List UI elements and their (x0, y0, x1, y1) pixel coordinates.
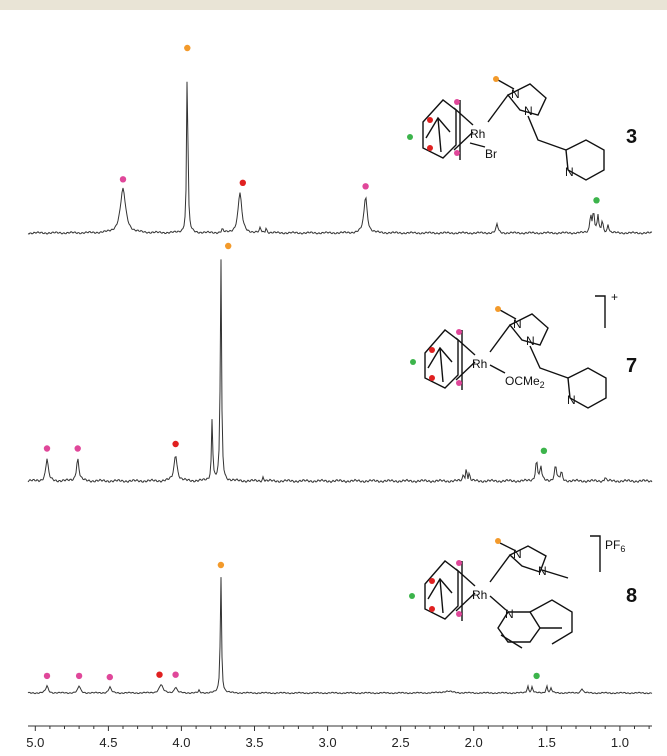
structure-7: N N Rh OCMe2 N + (410, 290, 618, 409)
struct-7-red-dot-top (429, 347, 435, 353)
compound-label-3: 3 (626, 126, 637, 148)
struct-8-green-dot (409, 593, 415, 599)
peak-marker-3-2 (239, 179, 246, 186)
struct-8-charge-main: PF (605, 538, 620, 552)
struct-7-green-dot (410, 359, 416, 365)
spectrum-trace-8 (27, 577, 653, 695)
struct-3-atom-rh: Rh (470, 127, 485, 141)
x-tick-label: 3.0 (319, 735, 337, 750)
struct-7-ligand: OCMe2 (505, 374, 545, 390)
peak-marker-3-0 (184, 44, 191, 52)
struct-3-atom-npy: N (565, 165, 574, 179)
peak-marker-8-3 (106, 673, 114, 681)
struct-7-atom-rh: Rh (472, 357, 487, 371)
peak-marker-3-3 (362, 183, 369, 190)
struct-8-magenta-dot-bottom (456, 611, 462, 617)
x-tick-label: 3.5 (245, 735, 263, 750)
top-accent-bar (0, 0, 667, 10)
struct-3-red-dot-bottom (427, 145, 433, 151)
struct-7-charge: + (611, 290, 618, 304)
struct-3-magenta-dot-top (454, 99, 460, 105)
x-tick-label: 1.0 (611, 735, 629, 750)
peak-marker-3-4 (593, 197, 600, 204)
struct-7-ligand-main: OCMe (505, 374, 540, 388)
struct-8-atom-n2: N (538, 564, 547, 578)
struct-3-orange-dot (493, 76, 499, 82)
structure-3: N N Rh Br N (407, 76, 605, 181)
struct-8-atom-rh: Rh (472, 588, 487, 602)
struct-3-ligand: Br (485, 147, 497, 161)
struct-7-ligand-sub: 2 (540, 380, 545, 390)
x-tick-label: 4.0 (172, 735, 190, 750)
struct-8-red-dot-bottom (429, 606, 435, 612)
struct-8-charge: PF6 (605, 538, 625, 554)
x-tick-label: 2.0 (465, 735, 483, 750)
struct-7-magenta-dot-bottom (456, 380, 462, 386)
struct-8-red-dot-top (429, 578, 435, 584)
peak-marker-7-2 (74, 445, 81, 452)
compound-label-8: 8 (626, 585, 637, 607)
struct-8-charge-sub: 6 (620, 544, 625, 554)
peak-marker-7-0 (225, 242, 232, 250)
peak-marker-7-1 (43, 445, 51, 452)
struct-3-red-dot-top (427, 117, 433, 123)
peak-marker-3-1 (119, 176, 127, 183)
peak-marker-8-6 (533, 672, 540, 680)
struct-3-magenta-dot-bottom (454, 150, 460, 156)
peak-marker-8-2 (75, 672, 83, 680)
x-tick-label: 4.5 (99, 735, 117, 750)
struct-7-atom-n1: N (513, 317, 522, 331)
struct-8-magenta-dot-top (456, 560, 462, 566)
spectrum-trace-3 (27, 81, 653, 235)
struct-7-atom-n2: N (526, 334, 535, 348)
struct-3-green-dot (407, 134, 413, 140)
struct-8-orange-dot (495, 538, 501, 544)
peak-marker-8-1 (43, 672, 51, 680)
spectrum-trace-7 (27, 259, 653, 484)
peak-marker-8-4 (156, 671, 163, 678)
struct-8-atom-n1: N (513, 547, 522, 561)
peak-marker-7-4 (540, 447, 548, 454)
x-tick-label: 1.5 (538, 735, 556, 750)
struct-7-atom-npy: N (567, 393, 576, 407)
peak-marker-8-0 (217, 561, 225, 569)
struct-7-red-dot-bottom (429, 375, 435, 381)
peak-markers-layer (43, 44, 600, 681)
struct-8-atom-npy: N (505, 607, 514, 621)
struct-7-magenta-dot-top (456, 329, 462, 335)
x-tick-label: 5.0 (26, 735, 44, 750)
x-axis: 5.0 4.5 4.0 3.5 3.0 2.5 2.0 1.5 1.0 (26, 725, 652, 750)
peak-marker-8-5 (172, 671, 179, 678)
struct-3-atom-n1: N (511, 87, 520, 101)
spectra-layer (27, 81, 653, 695)
compound-label-7: 7 (626, 355, 637, 377)
struct-3-atom-n2: N (524, 104, 533, 118)
struct-7-orange-dot (495, 306, 501, 312)
peak-marker-7-3 (172, 440, 179, 448)
structure-8: N N Rh N PF6 (409, 535, 625, 649)
x-tick-label: 2.5 (392, 735, 410, 750)
